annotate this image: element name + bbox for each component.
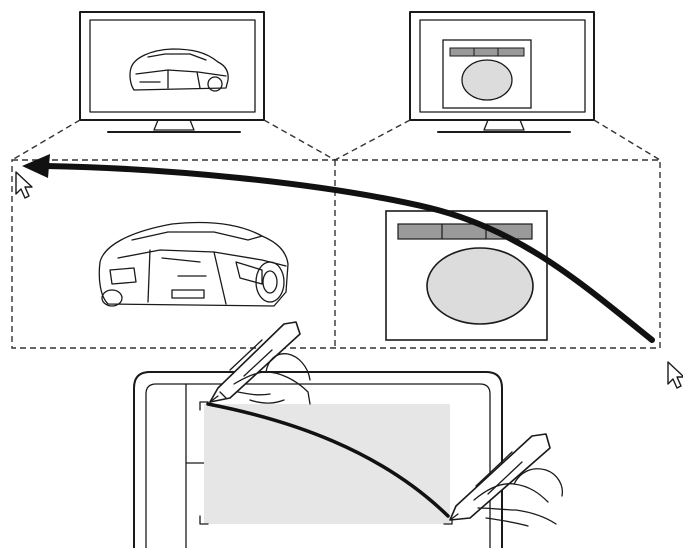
cursor-movement-arrow bbox=[22, 154, 655, 343]
right-monitor-icon bbox=[409, 11, 595, 133]
small-window-icon bbox=[442, 39, 532, 109]
mouse-pointer-icon-right bbox=[667, 361, 683, 389]
small-car-icon bbox=[129, 48, 229, 92]
pen-stroke-path bbox=[206, 402, 450, 518]
stylus-pen-icon-end bbox=[449, 433, 551, 521]
application-window-icon bbox=[385, 210, 548, 341]
stylus-pen-icon-start bbox=[209, 321, 301, 403]
pen-tablet-icon bbox=[133, 371, 503, 548]
hand-icon-end bbox=[473, 468, 564, 527]
left-monitor-icon bbox=[79, 11, 265, 133]
mouse-pointer-icon-left bbox=[15, 171, 33, 199]
projection-lines bbox=[11, 119, 661, 161]
tablet-active-area bbox=[199, 401, 453, 525]
car-icon bbox=[98, 221, 289, 307]
hand-icon-start bbox=[233, 353, 311, 405]
